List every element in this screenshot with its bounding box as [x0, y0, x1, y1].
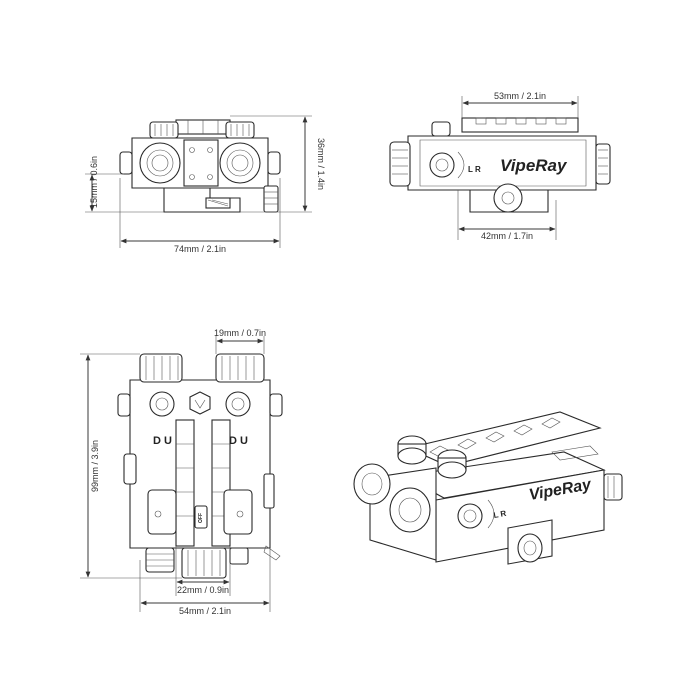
top-knob-letters-left: D U: [153, 435, 172, 447]
isometric-view: [353, 411, 623, 565]
side-switch-letters: L R: [468, 165, 481, 174]
top-length-label: 99mm / 3.9in: [90, 440, 100, 492]
front-offset-label: 15mm / 0.6in: [89, 156, 99, 208]
top-dimensions: 99mm / 3.9in 19mm / 0.7in 22mm / 0.9in 5…: [80, 328, 271, 616]
top-view: [117, 353, 283, 579]
isometric-switch-letters: L R: [493, 509, 507, 520]
front-height-label: 36mm / 1.4in: [316, 138, 326, 190]
side-view: [389, 117, 611, 213]
front-width-label: 74mm / 2.1in: [174, 244, 226, 254]
top-mount-mark: OFF: [198, 513, 204, 523]
side-dimensions: 53mm / 2.1in 42mm / 1.7in: [457, 91, 579, 241]
top-gap-label: 22mm / 0.9in: [177, 585, 229, 595]
front-view: [119, 119, 281, 213]
top-knob-letters-right: D U: [229, 435, 248, 447]
top-housing-label: 19mm / 0.7in: [214, 328, 266, 338]
side-bottom-label: 42mm / 1.7in: [481, 231, 533, 241]
top-width-label: 54mm / 2.1in: [179, 606, 231, 616]
side-brand-logo: VipeRay: [500, 156, 568, 175]
front-dimensions: 36mm / 1.4in 15mm / 0.6in 74mm / 2.1in: [85, 115, 326, 254]
side-top-label: 53mm / 2.1in: [494, 91, 546, 101]
